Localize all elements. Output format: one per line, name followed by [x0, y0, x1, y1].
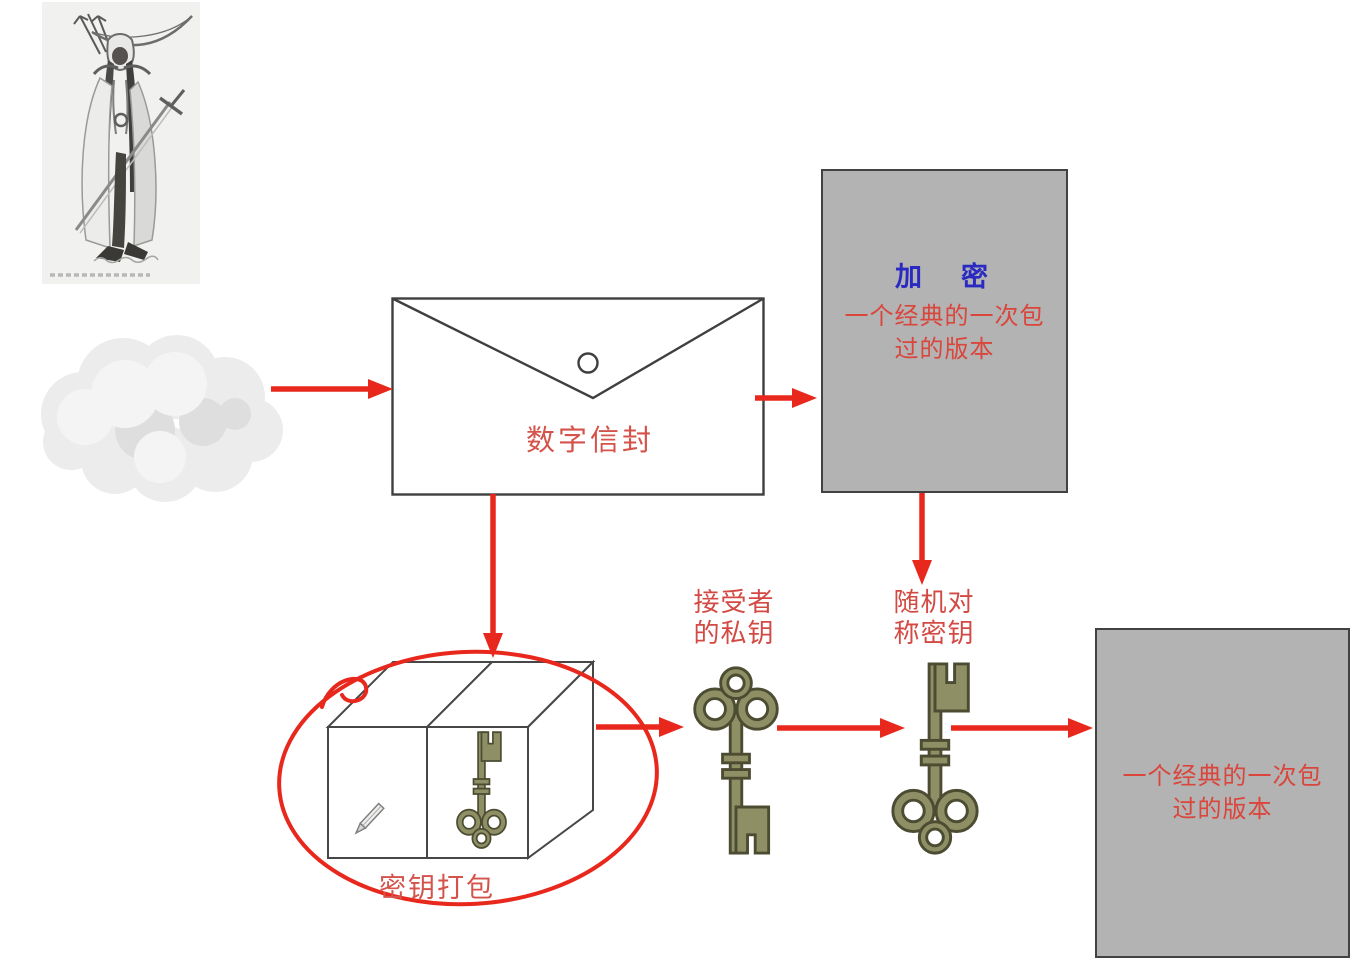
result-box-line2: 过的版本	[1172, 796, 1273, 823]
belt-buckle	[113, 112, 129, 128]
symmetric-key-icon	[891, 662, 979, 855]
encrypt-box-title: 加 密	[895, 262, 994, 292]
arrow-package-to-private-key	[596, 717, 684, 737]
private-key-label-line1: 接受者	[693, 587, 775, 617]
pencil-icon	[354, 802, 385, 835]
arrow-envelope-to-package	[483, 494, 503, 658]
result-box-line1: 一个经典的一次包	[1122, 763, 1323, 790]
red-circle-annotation	[277, 649, 659, 907]
envelope-label: 数字信封	[525, 425, 654, 457]
face-shadow	[112, 47, 128, 65]
encrypt-box-line2: 过的版本	[894, 336, 995, 363]
private-key-label: 接受者 的私钥	[684, 587, 784, 649]
artist-signature	[93, 255, 159, 264]
private-key-icon	[693, 666, 779, 855]
arrow-cloud-to-envelope	[271, 379, 393, 399]
arrow-encrypt-box-to-symmetric-key	[912, 493, 932, 585]
envelope-seal	[577, 352, 599, 374]
package-label: 密钥打包	[379, 873, 495, 903]
encrypt-box-line1: 一个经典的一次包	[844, 303, 1045, 330]
legs	[112, 152, 126, 248]
cloud-icon	[41, 335, 283, 502]
arrow-private-key-to-symmetric-key	[777, 718, 905, 738]
boot-right	[124, 242, 148, 260]
private-key-label-line2: 的私钥	[693, 618, 775, 648]
torso	[112, 79, 129, 135]
warrior-sketch-image	[42, 2, 200, 284]
bow	[91, 15, 193, 47]
envelope-icon	[391, 297, 765, 496]
pauldrons	[92, 64, 152, 76]
arrow-symmetric-key-to-result-box	[951, 718, 1093, 738]
package-box-icon	[277, 649, 659, 907]
symmetric-key-label-line1: 随机对	[893, 587, 975, 617]
result-box: 一个经典的一次包 过的版本	[1095, 628, 1350, 958]
symmetric-key-label: 随机对 称密钥	[882, 587, 986, 649]
symmetric-key-label-line2: 称密钥	[893, 618, 975, 648]
arrow-envelope-to-encrypt-box	[755, 388, 817, 408]
encrypt-box: 加 密 一个经典的一次包 过的版本	[821, 169, 1068, 493]
